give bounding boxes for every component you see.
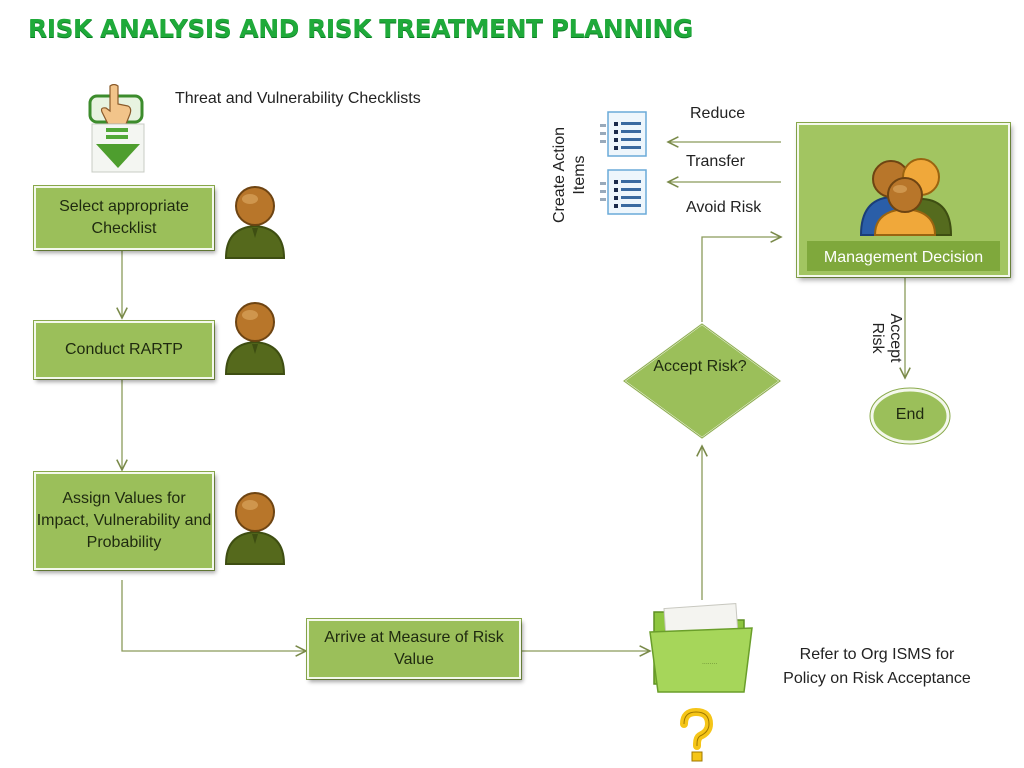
step-arrive-risk-value[interactable]: Arrive at Measure of Risk Value [307, 619, 521, 679]
link-assign-to-arrive [121, 580, 306, 651]
end-label: End [895, 406, 925, 423]
page-title: RISK ANALYSIS AND RISK TREATMENT PLANNIN… [28, 14, 693, 43]
svg-text:........: ........ [702, 659, 717, 666]
hand-pointer-icon [88, 84, 144, 125]
list-document-icon [600, 111, 647, 157]
refer-line-2: Policy on Risk Acceptance [783, 670, 971, 687]
question-mark-icon [680, 708, 714, 762]
user-icon [224, 186, 286, 259]
checklist-download-graphic [88, 84, 145, 173]
refer-line-1: Refer to Org ISMS for [799, 646, 955, 663]
create-action-items-label: Create Action Items [551, 126, 588, 224]
reduce-label: Reduce [690, 105, 746, 122]
link-decision-to-management [701, 237, 781, 322]
user-icon [224, 492, 286, 565]
download-arrow-icon [91, 123, 145, 173]
management-decision-box[interactable]: Management Decision [797, 123, 1010, 277]
checklists-label: Threat and Vulnerability Checklists [175, 90, 421, 107]
avoid-risk-label: Avoid Risk [686, 199, 762, 216]
transfer-label: Transfer [686, 153, 745, 170]
user-group-icon [859, 158, 953, 236]
user-icon [224, 302, 286, 375]
folder-icon: ........ [649, 603, 753, 693]
end-node[interactable] [868, 384, 954, 446]
step-select-checklist[interactable]: Select appropriate Checklist [34, 186, 214, 250]
list-document-icon [600, 169, 647, 215]
management-label-bar [807, 241, 1000, 271]
decision-diamond[interactable] [620, 320, 784, 442]
decision-label: Accept Risk? [653, 358, 747, 375]
refer-isms-text: Refer to Org ISMS for Policy on Risk Acc… [772, 643, 982, 691]
accept-risk-path-label: Accept Risk [869, 313, 904, 363]
management-decision-label: Management Decision [823, 249, 984, 266]
step-conduct-rartp[interactable]: Conduct RARTP [34, 321, 214, 379]
step-assign-values[interactable]: Assign Values for Impact, Vulnerability … [34, 472, 214, 570]
